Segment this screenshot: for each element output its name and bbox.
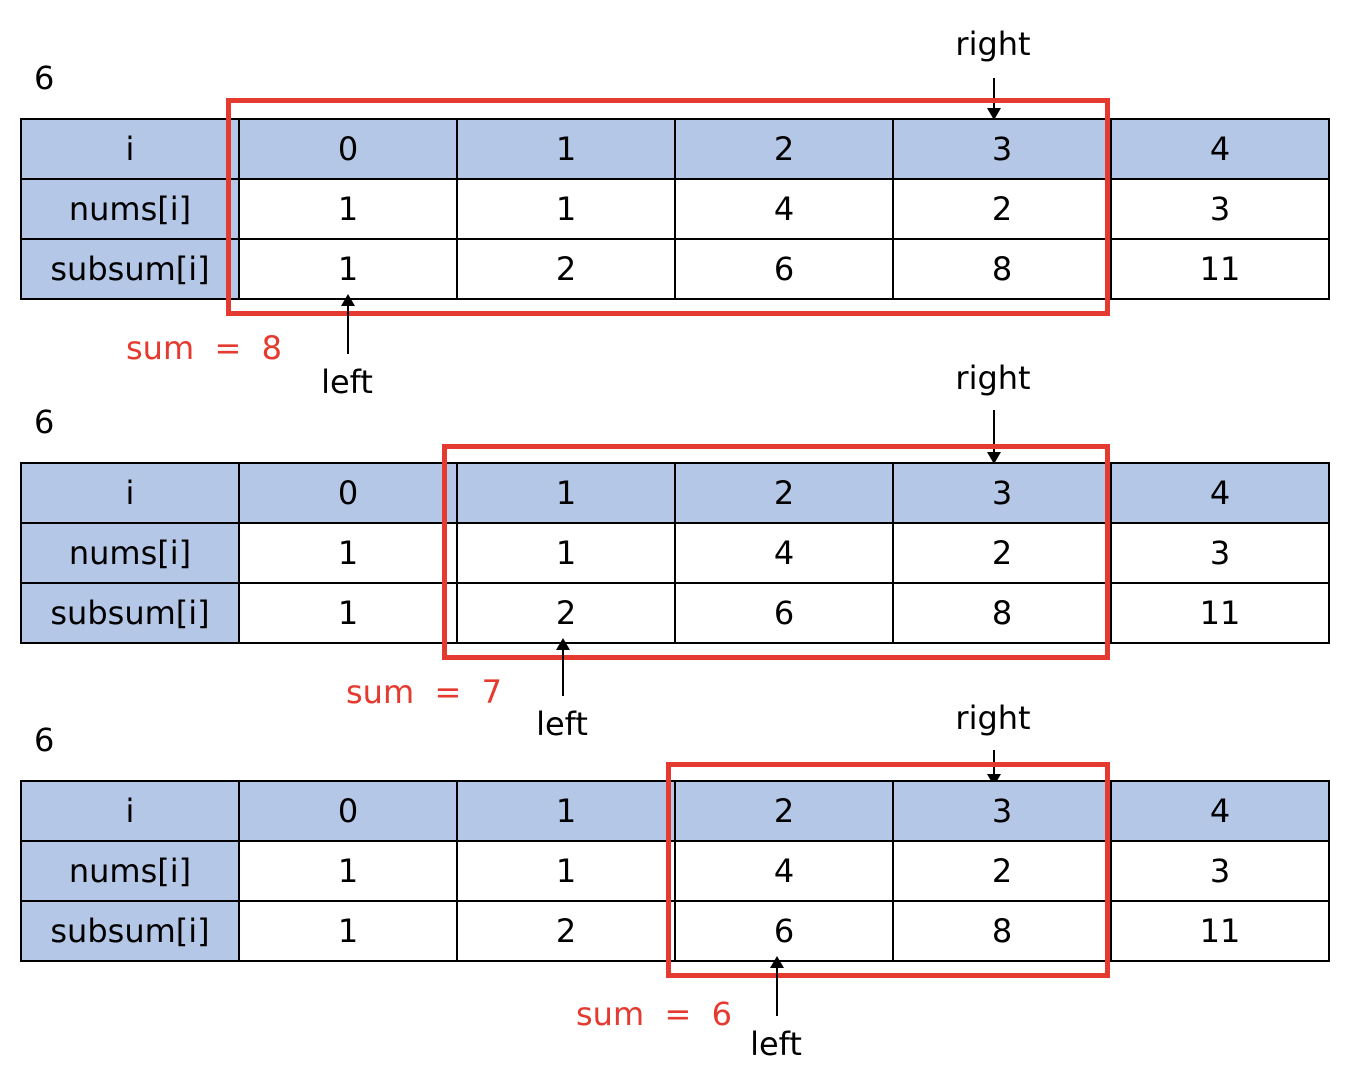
row-label: nums[i] bbox=[20, 840, 240, 902]
sliding-window-box bbox=[226, 98, 1110, 316]
index-row: i 0 1 2 3 4 bbox=[20, 118, 1330, 180]
subsum-cell: 2 bbox=[456, 238, 676, 300]
subsum-cell: 6 bbox=[674, 900, 894, 962]
nums-cell: 1 bbox=[238, 840, 458, 902]
row-label: nums[i] bbox=[20, 178, 240, 240]
index-cell: 2 bbox=[674, 780, 894, 842]
subsum-row: subsum[i] 1 2 6 8 11 bbox=[20, 582, 1330, 644]
nums-cell: 1 bbox=[456, 178, 676, 240]
index-cell: 0 bbox=[238, 462, 458, 524]
subsum-cell: 8 bbox=[892, 238, 1112, 300]
row-label: i bbox=[20, 462, 240, 524]
nums-cell: 1 bbox=[456, 840, 676, 902]
nums-cell: 3 bbox=[1110, 522, 1330, 584]
row-label: i bbox=[20, 118, 240, 180]
right-pointer-label: right bbox=[955, 699, 1031, 737]
nums-row: nums[i] 1 1 4 2 3 bbox=[20, 522, 1330, 584]
nums-cell: 3 bbox=[1110, 178, 1330, 240]
left-pointer-label: left bbox=[536, 705, 588, 743]
prefix-sum-table: i 0 1 2 3 4 nums[i] 1 1 4 2 3 subsum[i] … bbox=[20, 118, 1330, 300]
nums-row: nums[i] 1 1 4 2 3 bbox=[20, 178, 1330, 240]
subsum-row: subsum[i] 1 2 6 8 11 bbox=[20, 900, 1330, 962]
left-pointer-arrow bbox=[556, 638, 570, 696]
subsum-cell: 8 bbox=[892, 900, 1112, 962]
nums-cell: 2 bbox=[892, 522, 1112, 584]
index-cell: 3 bbox=[892, 462, 1112, 524]
left-pointer-arrow bbox=[341, 294, 355, 354]
subsum-cell: 11 bbox=[1110, 900, 1330, 962]
nums-row: nums[i] 1 1 4 2 3 bbox=[20, 840, 1330, 902]
index-row: i 0 1 2 3 4 bbox=[20, 462, 1330, 524]
right-pointer-label: right bbox=[955, 25, 1031, 63]
nums-cell: 2 bbox=[892, 840, 1112, 902]
nums-cell: 3 bbox=[1110, 840, 1330, 902]
window-sum-label: sum = 8 bbox=[126, 329, 282, 367]
index-row: i 0 1 2 3 4 bbox=[20, 780, 1330, 842]
left-pointer-arrow bbox=[770, 956, 784, 1016]
index-cell: 2 bbox=[674, 118, 894, 180]
row-label: subsum[i] bbox=[20, 582, 240, 644]
nums-cell: 4 bbox=[674, 840, 894, 902]
index-cell: 4 bbox=[1110, 462, 1330, 524]
window-sum-label: sum = 6 bbox=[576, 995, 732, 1033]
subsum-cell: 11 bbox=[1110, 582, 1330, 644]
subsum-cell: 1 bbox=[238, 582, 458, 644]
left-pointer-label: left bbox=[750, 1025, 802, 1063]
index-cell: 1 bbox=[456, 462, 676, 524]
index-cell: 1 bbox=[456, 780, 676, 842]
subsum-cell: 8 bbox=[892, 582, 1112, 644]
index-cell: 4 bbox=[1110, 118, 1330, 180]
prefix-sum-table: i 0 1 2 3 4 nums[i] 1 1 4 2 3 subsum[i] … bbox=[20, 462, 1330, 644]
subsum-cell: 2 bbox=[456, 900, 676, 962]
row-label: subsum[i] bbox=[20, 238, 240, 300]
nums-cell: 1 bbox=[456, 522, 676, 584]
target-value: 6 bbox=[34, 721, 55, 759]
index-cell: 0 bbox=[238, 780, 458, 842]
index-cell: 2 bbox=[674, 462, 894, 524]
row-label: i bbox=[20, 780, 240, 842]
left-pointer-label: left bbox=[321, 363, 373, 401]
subsum-cell: 6 bbox=[674, 582, 894, 644]
window-sum-label: sum = 7 bbox=[346, 673, 502, 711]
nums-cell: 1 bbox=[238, 178, 458, 240]
index-cell: 4 bbox=[1110, 780, 1330, 842]
nums-cell: 4 bbox=[674, 522, 894, 584]
index-cell: 1 bbox=[456, 118, 676, 180]
subsum-row: subsum[i] 1 2 6 8 11 bbox=[20, 238, 1330, 300]
index-cell: 3 bbox=[892, 780, 1112, 842]
right-pointer-label: right bbox=[955, 359, 1031, 397]
subsum-cell: 11 bbox=[1110, 238, 1330, 300]
subsum-cell: 6 bbox=[674, 238, 894, 300]
sliding-window-box bbox=[442, 444, 1110, 660]
nums-cell: 1 bbox=[238, 522, 458, 584]
nums-cell: 2 bbox=[892, 178, 1112, 240]
index-cell: 0 bbox=[238, 118, 458, 180]
sliding-window-box bbox=[666, 762, 1110, 978]
row-label: nums[i] bbox=[20, 522, 240, 584]
row-label: subsum[i] bbox=[20, 900, 240, 962]
target-value: 6 bbox=[34, 59, 55, 97]
target-value: 6 bbox=[34, 403, 55, 441]
right-pointer-arrow bbox=[987, 410, 1001, 464]
prefix-sum-table: i 0 1 2 3 4 nums[i] 1 1 4 2 3 subsum[i] … bbox=[20, 780, 1330, 962]
index-cell: 3 bbox=[892, 118, 1112, 180]
subsum-cell: 1 bbox=[238, 900, 458, 962]
nums-cell: 4 bbox=[674, 178, 894, 240]
